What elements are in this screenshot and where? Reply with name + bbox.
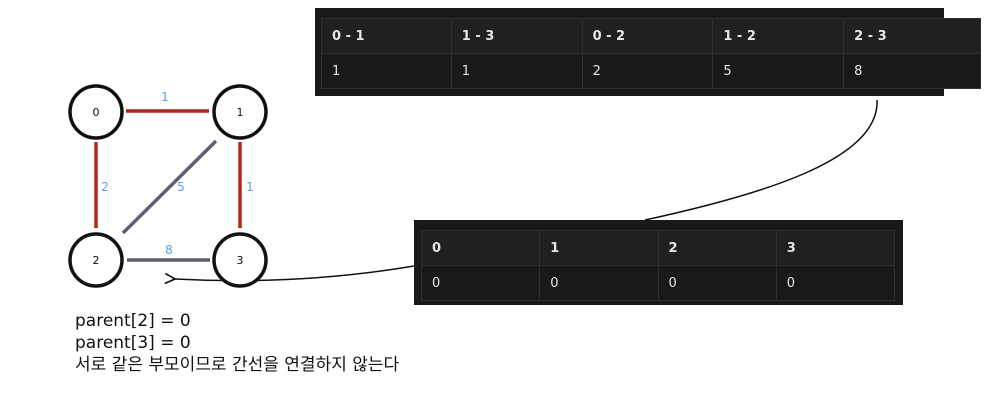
parent-header-3: 3 [775,230,896,266]
edge-1-2 [121,139,218,235]
weight-label-1-3: 1 [246,180,254,194]
edge-weight-1-3: 1 [450,53,583,89]
edge-weight-2-3: 8 [843,53,981,89]
weight-label-0-2: 2 [101,180,109,194]
parent-header-0: 0 [420,230,541,266]
edge-header-0-2: 0 - 2 [581,18,714,54]
edge-weight-0-2: 2 [581,53,714,89]
connector-curve [644,99,878,221]
parent-value-1: 0 [539,265,659,301]
node-label-2: 2 [93,254,100,267]
edge-table: 0 - 1 1 - 3 0 - 2 1 - 2 2 - 3 1 1 2 5 8 [321,18,981,89]
parent-table-header-row: 0 1 2 3 [420,230,896,266]
edge-weight-0-1: 1 [321,53,452,89]
weight-label-0-1: 1 [161,90,169,104]
note-line-parent-2: parent[2] = 0 [75,311,191,331]
connector-arrow [175,265,415,281]
node-label-0: 0 [93,106,100,119]
note-line-conclusion: 서로 같은 부모이므로 간선을 연결하지 않는다 [75,355,400,375]
explanation-notes: parent[2] = 0 parent[3] = 0 서로 같은 부모이므로 … [75,310,399,376]
node-label-3: 3 [237,254,244,267]
parent-table-panel: 0 1 2 3 0 0 0 0 [414,220,903,305]
edge-table-row: 1 1 2 5 8 [321,53,981,89]
parent-table: 0 1 2 3 0 0 0 0 [420,230,896,301]
parent-header-1: 1 [539,230,659,266]
weight-label-1-2: 5 [177,180,185,194]
edge-table-header-row: 0 - 1 1 - 3 0 - 2 1 - 2 2 - 3 [321,18,981,54]
node-0: 0 [68,84,124,140]
edge-table-panel: 0 - 1 1 - 3 0 - 2 1 - 2 2 - 3 1 1 2 5 8 [315,8,981,96]
edge-header-1-2: 1 - 2 [712,18,845,54]
parent-value-3: 0 [775,265,896,301]
node-label-1: 1 [237,106,244,119]
node-2: 2 [68,232,124,288]
parent-table-row: 0 0 0 0 [420,265,896,301]
edge-header-0-1: 0 - 1 [321,18,452,54]
note-line-parent-3: parent[3] = 0 [75,333,191,353]
node-1: 1 [212,84,268,140]
edge-header-1-3: 1 - 3 [450,18,583,54]
parent-value-2: 0 [657,265,777,301]
node-3: 3 [212,232,268,288]
edge-header-2-3: 2 - 3 [843,18,981,54]
weight-label-2-3: 8 [165,243,173,257]
